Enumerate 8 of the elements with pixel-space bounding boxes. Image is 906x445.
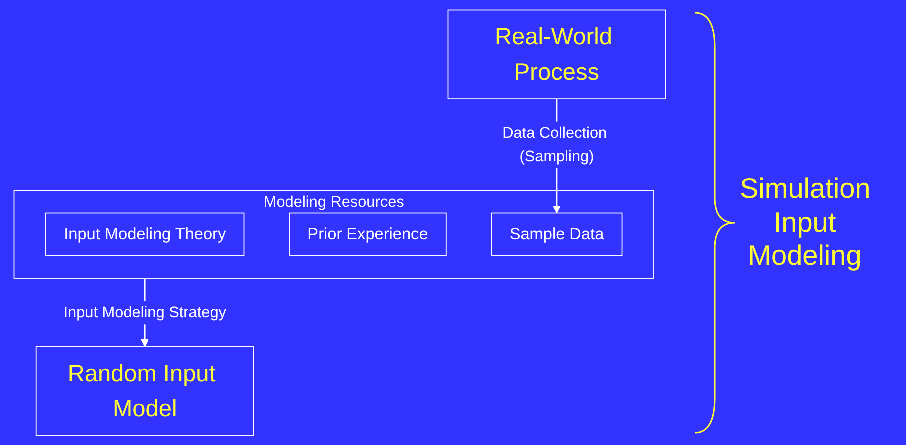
node-box: Prior Experience: [289, 212, 447, 256]
edge-label: Data Collection (Sampling): [502, 124, 608, 164]
node-box: Real-World Process: [448, 9, 666, 100]
node-box: Input Modeling Theory: [46, 212, 245, 256]
edge-label: Input Modeling Strategy: [64, 303, 226, 321]
node-box: Sample Data: [491, 212, 623, 256]
node-box: Random Input Model: [36, 346, 254, 436]
bracket-label: Simulation Input Modeling: [740, 172, 870, 273]
